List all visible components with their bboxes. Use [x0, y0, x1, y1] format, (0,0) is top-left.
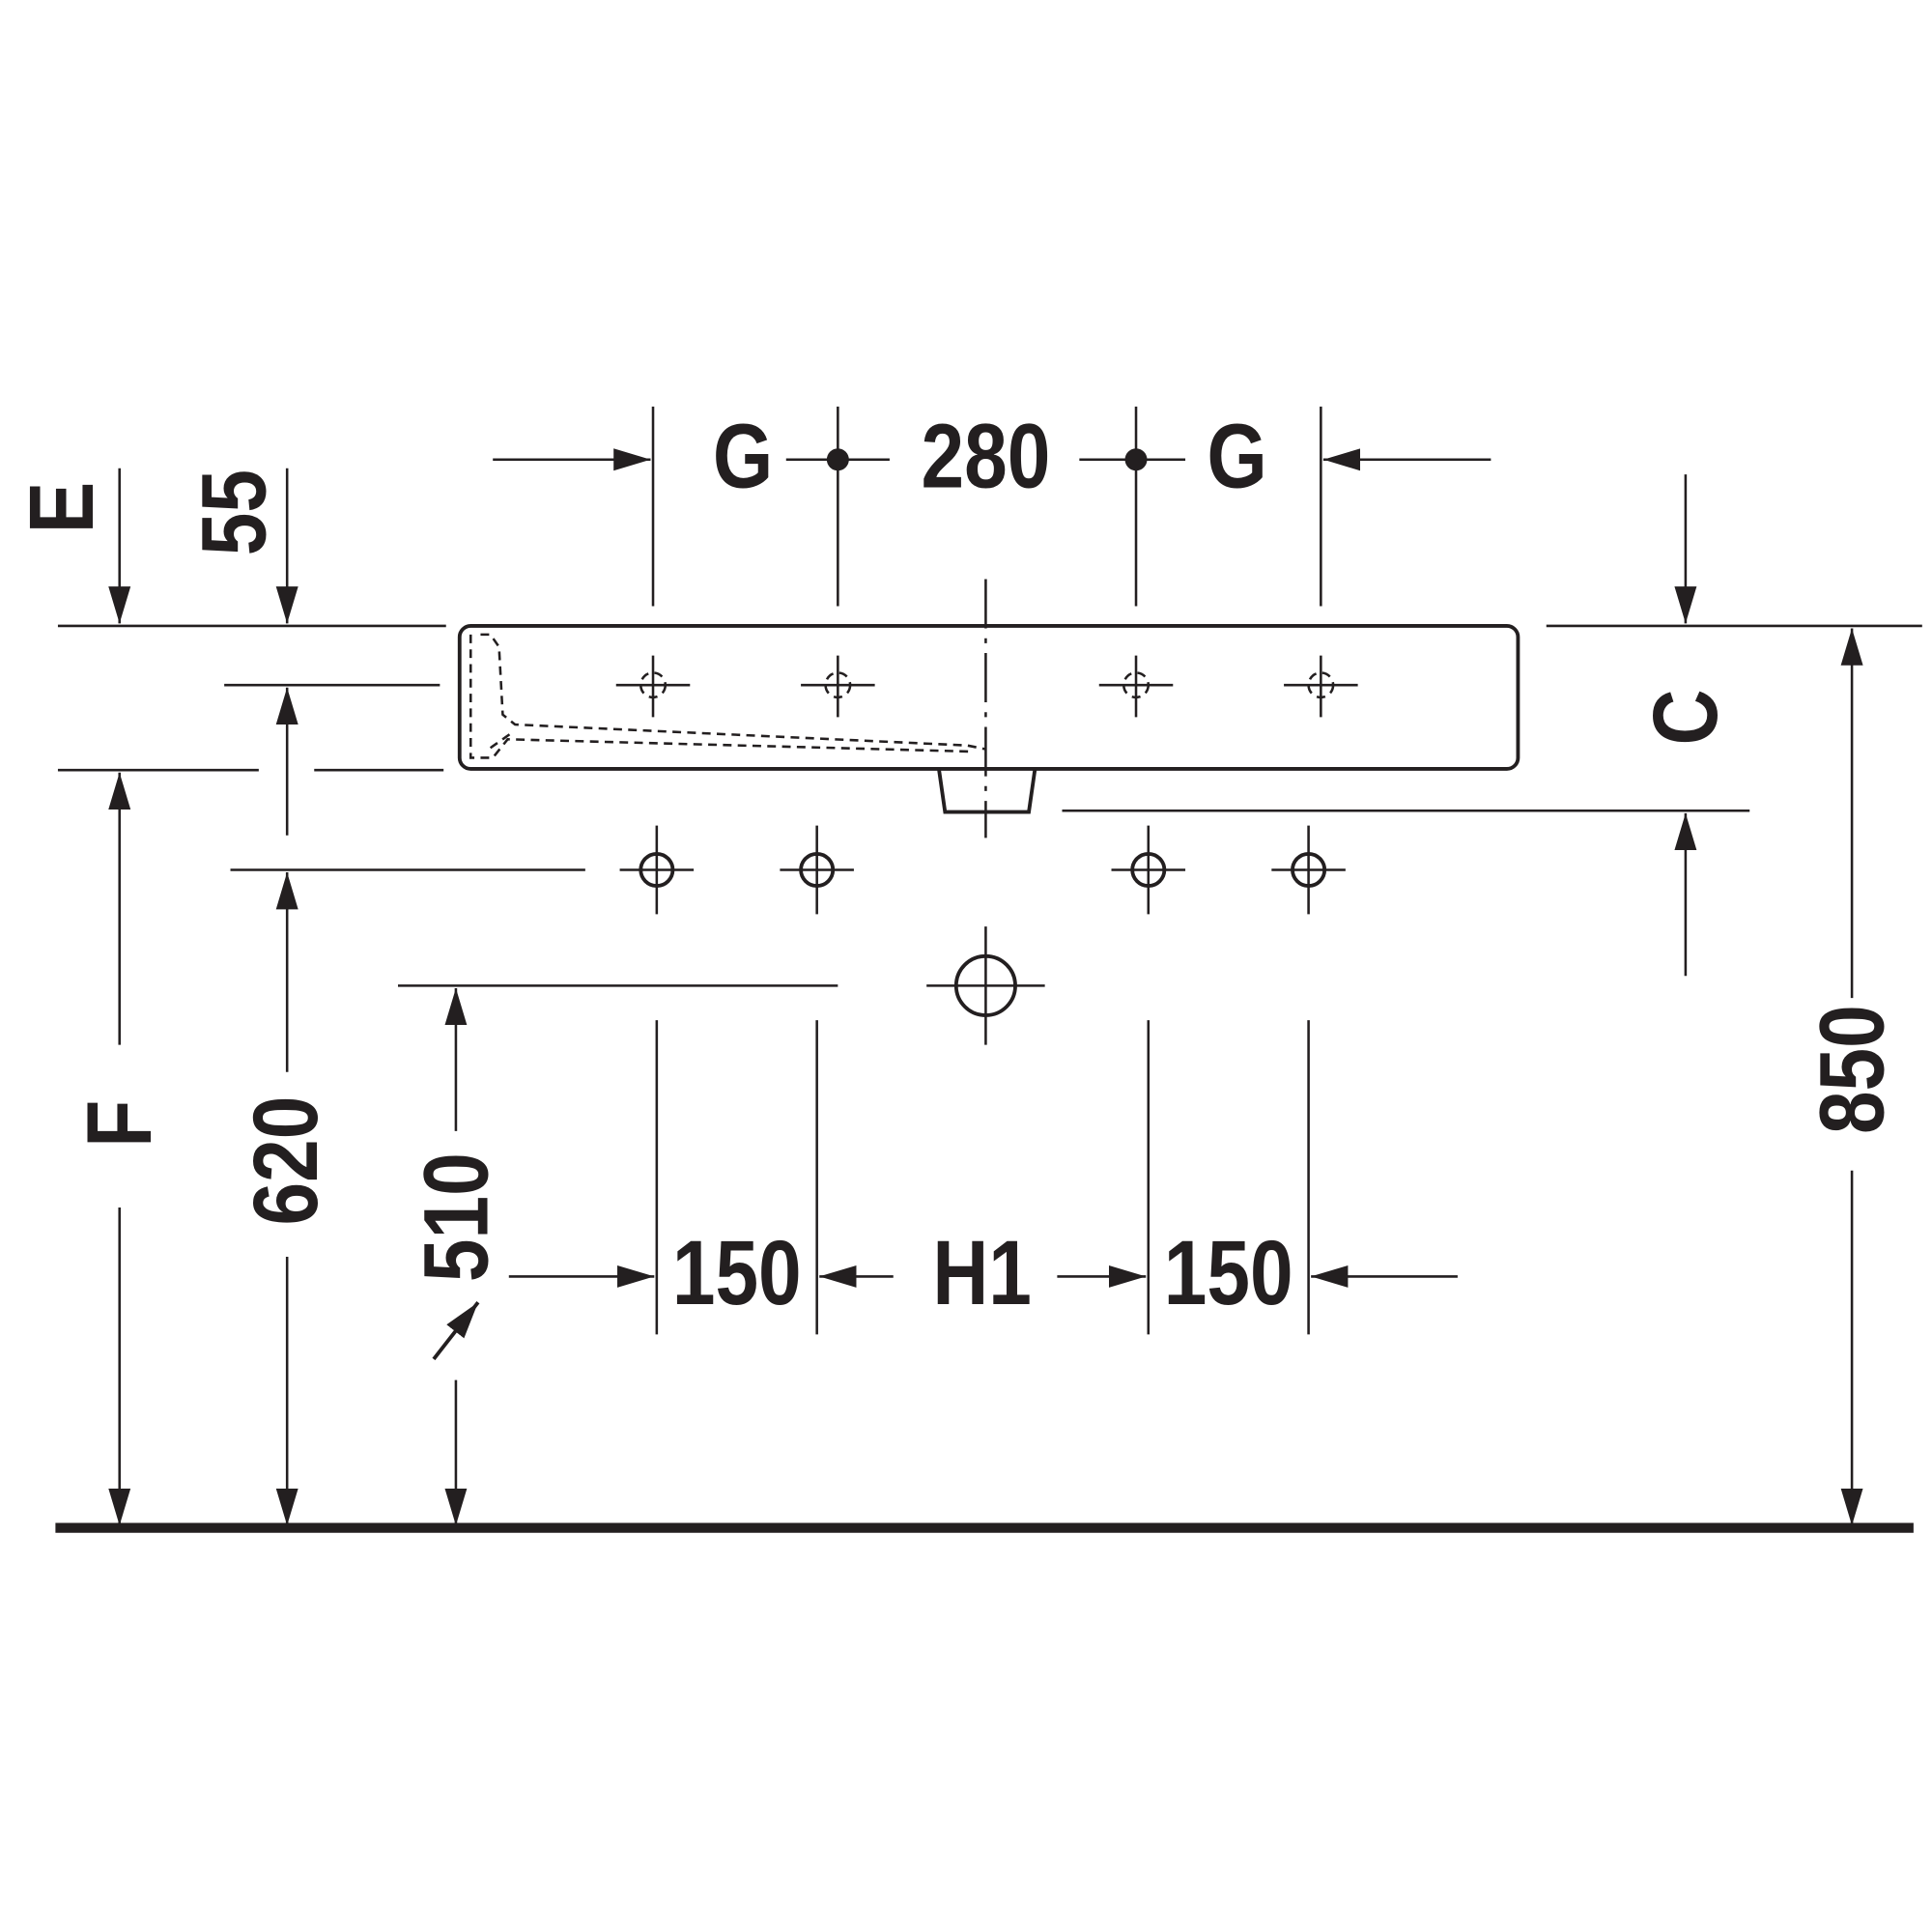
label-620: 620 [235, 1096, 337, 1226]
waste-outlet-hole [926, 926, 1045, 1045]
label-850: 850 [1801, 1005, 1903, 1134]
label-280: 280 [921, 405, 1050, 507]
label-c: C [1634, 689, 1737, 745]
vertical-dimension-lines [108, 468, 1863, 1526]
label-h1: H1 [932, 1222, 1032, 1324]
basin-outline [457, 624, 1520, 814]
label-e: E [11, 482, 113, 534]
wall-connection-holes [619, 825, 1346, 1045]
label-g-right: G [1207, 405, 1266, 507]
label-150-right: 150 [1164, 1222, 1293, 1324]
label-f: F [69, 1100, 171, 1148]
top-dimension-line [493, 448, 1492, 471]
label-g-left: G [713, 405, 773, 507]
label-150-left: 150 [672, 1222, 802, 1324]
label-510: 510 [405, 1152, 507, 1282]
label-55: 55 [184, 469, 286, 555]
reference-lines [57, 406, 1922, 1335]
tap-hole-markers [615, 655, 1358, 718]
